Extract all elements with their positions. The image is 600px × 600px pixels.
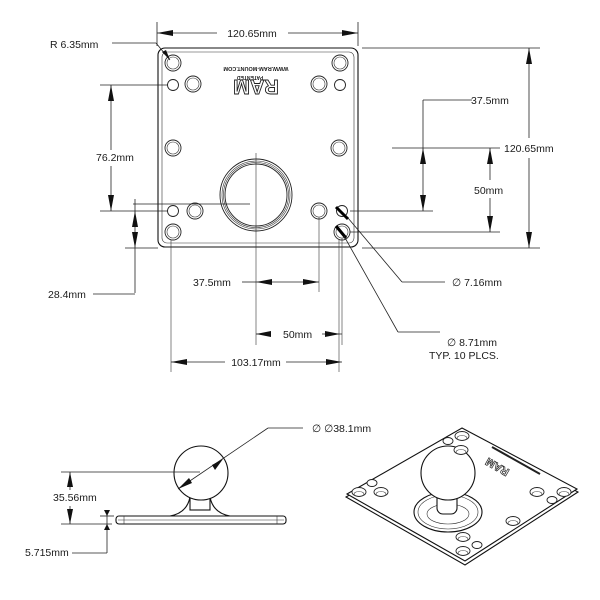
patented-text: PATENTED [237, 74, 264, 80]
dim-small-hole-diameter: ∅ 7.16mm [452, 277, 502, 289]
iso-ball [420, 445, 476, 501]
dim-ball-height: 35.56mm [53, 492, 97, 504]
hole-top-right [331, 54, 349, 72]
plate-outline [157, 47, 359, 248]
dim-large-hole-diameter: ∅ 8.71mm [447, 337, 497, 349]
dim-center-offset-vertical: 37.5mm [471, 95, 509, 107]
logo-text: RAM [233, 75, 279, 97]
small-hole-top-right [334, 79, 346, 91]
plate-inner-edge [161, 51, 355, 244]
dim-plate-width: 120.65mm [227, 28, 277, 40]
small-hole-bottom-left [167, 205, 179, 217]
hole-lower-left [186, 202, 204, 220]
dim-hole-offset-bottom: 28.4mm [48, 289, 86, 301]
dim-vesa-horizontal: 50mm [283, 329, 312, 341]
dim-ball-diameter: ∅ ∅38.1mm [312, 423, 371, 435]
hole-row2-left [184, 75, 202, 93]
hole-lower-right [310, 202, 328, 220]
hole-row2-right [310, 75, 328, 93]
hole-mid-left [164, 139, 182, 157]
iso-holes [351, 431, 572, 556]
dim-plate-height: 120.65mm [504, 143, 554, 155]
dim-center-offset-horizontal: 37.5mm [193, 277, 231, 289]
dim-vesa-vertical: 50mm [474, 185, 503, 197]
top-view: WWW.RAM-MOUNT.COM PATENTED RAM [112, 42, 359, 248]
large-hole-note: TYP. 10 PLCS. [429, 350, 499, 362]
dim-hole-spacing-vertical: 76.2mm [96, 152, 134, 164]
website-text: WWW.RAM-MOUNT.COM [223, 65, 288, 71]
top-view-dimensions: 120.65mm R 6.35mm 120.65mm 37.5mm 50mm 7 [48, 22, 554, 372]
dim-outer-hole-spacing: 103.17mm [231, 357, 281, 369]
ram-logo: WWW.RAM-MOUNT.COM PATENTED RAM [223, 65, 288, 97]
hole-bottom-left [164, 223, 182, 241]
isometric-view: RAM [344, 427, 580, 566]
side-view: ∅ ∅38.1mm 35.56mm 5.715mm [25, 423, 371, 559]
dim-plate-thickness: 5.715mm [25, 547, 69, 559]
dim-corner-radius: R 6.35mm [50, 39, 99, 51]
small-hole-top-left [167, 79, 179, 91]
hole-mid-right [330, 139, 348, 157]
